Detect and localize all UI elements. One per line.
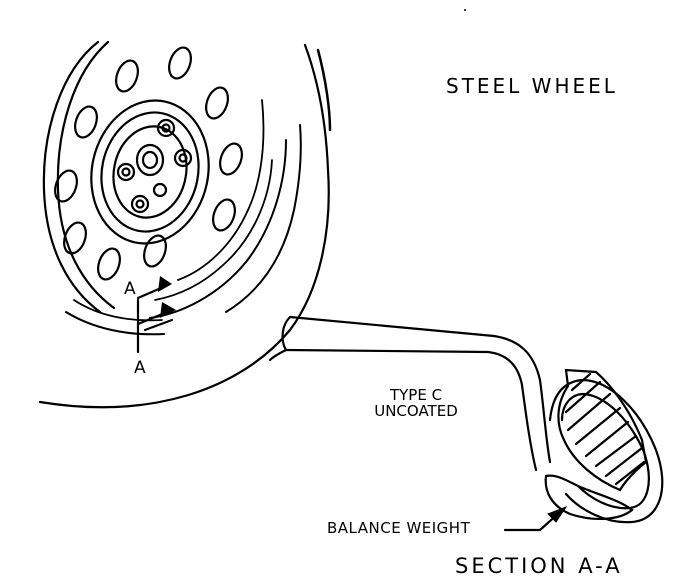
wheel-vent-holes (54, 46, 243, 281)
rim-flange-section (557, 368, 648, 492)
section-mark-bottom: A (134, 358, 146, 378)
section-arrowheads (158, 276, 176, 318)
wire-type-line2: UNCOATED (374, 401, 458, 420)
balance-weight-clip (548, 378, 664, 524)
section-cut-marker (136, 283, 174, 354)
balance-weight-leader (503, 505, 568, 532)
section-mark-top: A (124, 279, 136, 299)
balance-weight-label: BALANCE WEIGHT (327, 519, 471, 537)
section-caption: SECTION A-A (455, 554, 623, 578)
wheel-hub (90, 99, 210, 245)
wire-type-label: TYPE C UNCOATED (356, 386, 476, 420)
wheel-rim (38, 40, 332, 409)
balance-weight (544, 474, 634, 521)
diagram-title: STEEL WHEEL (446, 74, 618, 98)
wire-type-line1: TYPE C (389, 386, 443, 404)
lug-nuts (116, 118, 193, 214)
section-leader (268, 315, 552, 472)
